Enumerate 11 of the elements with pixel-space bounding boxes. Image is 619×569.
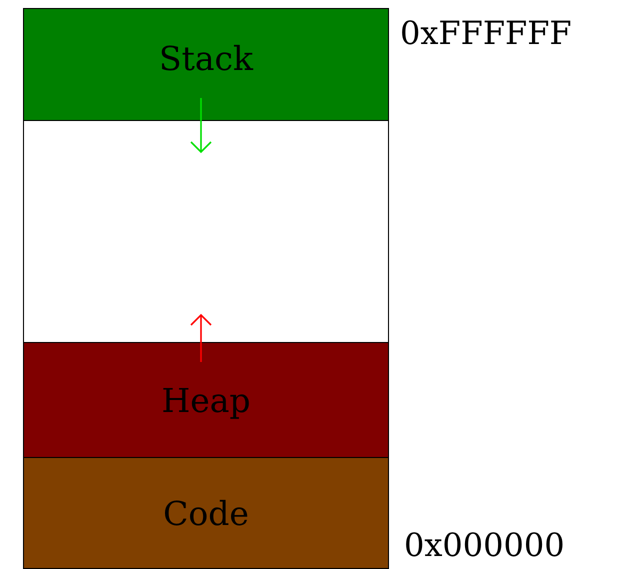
segment-label: Code bbox=[163, 494, 249, 532]
arrow bbox=[190, 97, 212, 154]
heap-segment bbox=[23, 342, 389, 458]
segment-label: Heap bbox=[161, 380, 251, 420]
stack-segment bbox=[23, 8, 389, 121]
code-segment bbox=[23, 457, 389, 569]
address-label: 0xFFFFFF bbox=[400, 14, 572, 52]
arrow bbox=[190, 314, 212, 363]
free-memory-region bbox=[23, 120, 389, 343]
segment-label: Stack bbox=[158, 39, 254, 78]
address-label: 0x000000 bbox=[404, 526, 565, 564]
